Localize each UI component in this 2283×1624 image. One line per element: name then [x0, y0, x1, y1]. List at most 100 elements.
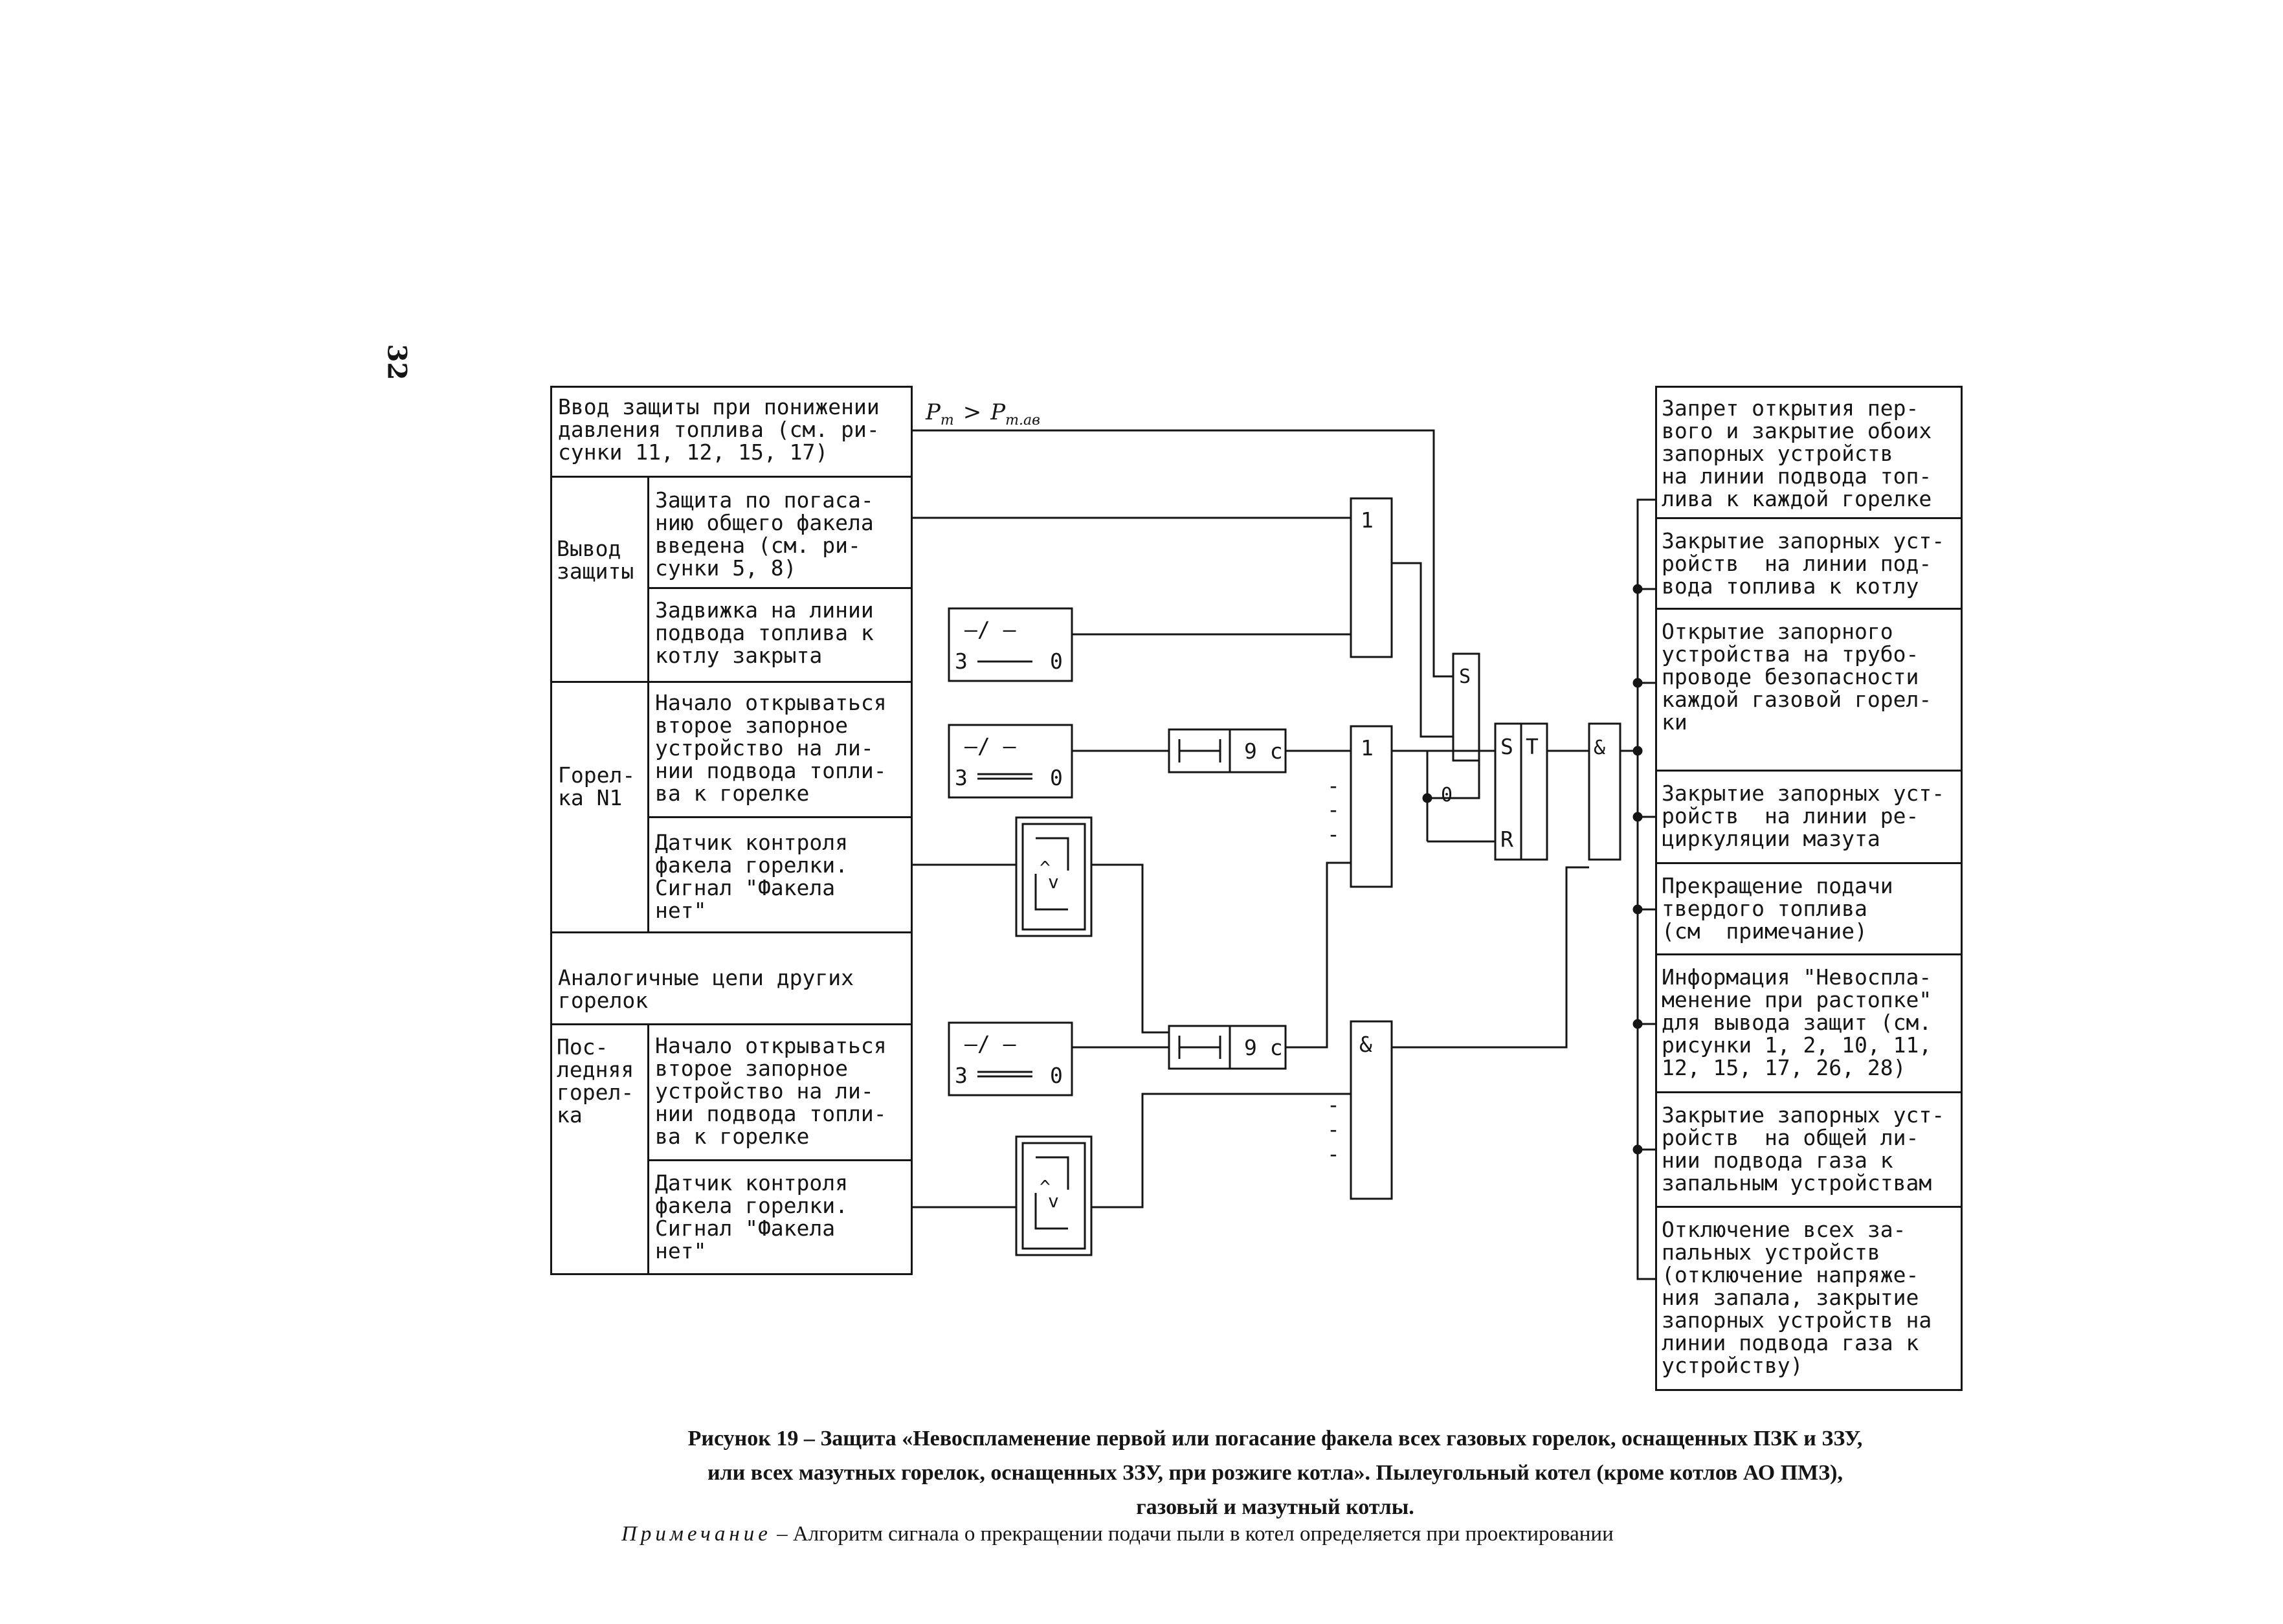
svg-text:3: 3: [955, 649, 968, 674]
output-bus: [1636, 498, 1655, 1280]
timer-2: 9 с: [1168, 1025, 1287, 1070]
last-sensor-text: Датчик контроля факела горелки. Сигнал "…: [655, 1170, 849, 1263]
junction-dot: [1422, 793, 1432, 803]
and-gate-2: &: [1588, 722, 1621, 861]
group-protection-off-text: Вывод защиты: [557, 536, 634, 584]
svg-text:-: -: [1327, 797, 1340, 822]
caption-line-2: или всех мазутных горелок, оснащенных ЗЗ…: [707, 1461, 1843, 1485]
last-sensor-cell: [647, 1159, 913, 1275]
output-text-1: Запрет открытия пер- вого и закрытие обо…: [1662, 395, 1932, 511]
svg-text:1: 1: [1361, 735, 1374, 761]
svg-text:^: ^: [1040, 857, 1051, 878]
svg-text:S: S: [1459, 665, 1471, 688]
wire-pressure: [913, 429, 1453, 678]
svg-text:&: &: [1359, 1032, 1372, 1057]
junction-dot: [1632, 1144, 1643, 1155]
wire-sensor2-out: [1091, 1093, 1351, 1208]
caption-line-3: газовый и мазутный котлы.: [1136, 1495, 1414, 1519]
figure-caption: Рисунок 19 – Защита «Невоспламенение пер…: [531, 1421, 2020, 1524]
switch-burner1: —/ — 3 0: [948, 724, 1073, 799]
wire-s-reset: [1427, 761, 1480, 799]
input-pressure-text: Ввод защиты при понижении давления топли…: [558, 394, 880, 465]
or-gate-2: 1 - - -: [1327, 725, 1393, 888]
svg-text:0: 0: [1441, 784, 1453, 806]
output-text-8: Отключение всех за- пальных устройств (о…: [1662, 1217, 1932, 1378]
flame-sensor-2: ^ v: [1015, 1135, 1093, 1256]
group-protection-off-cell: [550, 476, 649, 683]
group-burner-1-cell: [550, 681, 649, 933]
output-text-4: Закрытие запорных уст- ройств на линии р…: [1662, 781, 1945, 851]
output-text-3: Открытие запорного устройства на трубо- …: [1662, 619, 1932, 735]
burner1-sensor-cell: [647, 816, 913, 933]
junction-dot: [1632, 584, 1643, 594]
svg-text:-: -: [1327, 1117, 1340, 1142]
output-text-6: Информация "Невоспла- менение при растоп…: [1662, 964, 1932, 1080]
s-input-gate: S 0: [1441, 652, 1480, 806]
svg-text:R: R: [1500, 827, 1513, 852]
svg-text:^: ^: [1040, 1176, 1051, 1197]
timer-1: 9 с: [1168, 728, 1287, 773]
junction-dot: [1632, 678, 1643, 688]
svg-text:1: 1: [1361, 507, 1374, 533]
svg-text:-: -: [1327, 773, 1340, 798]
wire-sensor1-out: [1091, 863, 1169, 1034]
output-text-5: Прекращение подачи твердого топлива (см …: [1662, 873, 1893, 944]
burner1-opening-cell: [647, 681, 913, 818]
svg-text:3: 3: [955, 765, 968, 790]
svg-text:0: 0: [1050, 765, 1063, 790]
last-opening-text: Начало открываться второе запорное устро…: [655, 1033, 887, 1149]
output-text-7: Закрытие запорных уст- ройств на общей л…: [1662, 1102, 1945, 1196]
svg-text:0: 0: [1050, 649, 1063, 674]
svg-text:v: v: [1048, 871, 1059, 893]
and-gate-1: & - - -: [1327, 1020, 1393, 1200]
group-last-burner-text: Пос- ледняя горел- ка: [557, 1034, 634, 1128]
last-opening-cell: [647, 1023, 913, 1161]
output-cell-3: [1655, 608, 1963, 772]
switch-valve: —/ — 3 0: [948, 607, 1073, 682]
burner1-opening-text: Начало открываться второе запорное устро…: [655, 690, 887, 806]
group-burner-1-text: Горел- ка N1: [558, 762, 636, 810]
rs-trigger: S T R: [1494, 722, 1548, 861]
junction-dot: [1632, 812, 1643, 822]
wire-and1-to-and2: [1453, 866, 1589, 1049]
flame-protection-text: Защита по погаса- нию общего факела введ…: [655, 487, 874, 581]
output-cell-2: [1655, 517, 1963, 610]
burner1-sensor-text: Датчик контроля факела горелки. Сигнал "…: [655, 830, 849, 923]
svg-text:S: S: [1500, 734, 1513, 759]
input-pressure-cell: [550, 386, 913, 478]
svg-text:9 с: 9 с: [1244, 1035, 1283, 1060]
output-cell-7: [1655, 1091, 1963, 1208]
other-burners-text: Аналогичные цепи других горелок: [558, 965, 854, 1013]
svg-text:0: 0: [1050, 1063, 1063, 1088]
svg-text:—/ —: —/ —: [964, 733, 1016, 759]
wire-or1-to-s: [1392, 562, 1453, 738]
flame-sensor-1: ^ v: [1015, 816, 1093, 937]
other-burners-cell: [550, 931, 913, 1025]
output-text-2: Закрытие запорных уст- ройств на линии п…: [1662, 528, 1945, 599]
wire-timer2-or2: [1286, 862, 1351, 1049]
switch-last-burner: —/ — 3 0: [948, 1021, 1073, 1096]
valve-closed-text: Задвижка на линии подвода топлива к котл…: [655, 597, 874, 668]
svg-text:v: v: [1048, 1190, 1059, 1212]
note-text: – Алгоритм сигнала о прекращении подачи …: [771, 1522, 1614, 1546]
junction-dot: [1632, 1019, 1643, 1029]
svg-text:&: &: [1594, 737, 1605, 759]
svg-text:—/ —: —/ —: [964, 1031, 1016, 1056]
svg-text:—/ —: —/ —: [964, 617, 1016, 642]
note-label: Примечание: [621, 1522, 772, 1546]
junction-dot: [1632, 904, 1643, 915]
group-last-burner-cell: [550, 1023, 649, 1275]
condition-label: Pт>Pт.ав: [925, 399, 1040, 428]
svg-text:-: -: [1327, 1092, 1340, 1117]
valve-closed-cell: [647, 587, 913, 683]
figure-note: Примечание – Алгоритм сигнала о прекраще…: [621, 1522, 1614, 1546]
junction-dot: [1632, 746, 1643, 756]
output-cell-8: [1655, 1206, 1963, 1391]
output-cell-4: [1655, 770, 1963, 864]
svg-text:9 с: 9 с: [1244, 739, 1283, 764]
or-gate-1: 1: [1350, 497, 1393, 658]
svg-text:T: T: [1526, 734, 1539, 759]
caption-line-1: Рисунок 19 – Защита «Невоспламенение пер…: [687, 1427, 1863, 1451]
